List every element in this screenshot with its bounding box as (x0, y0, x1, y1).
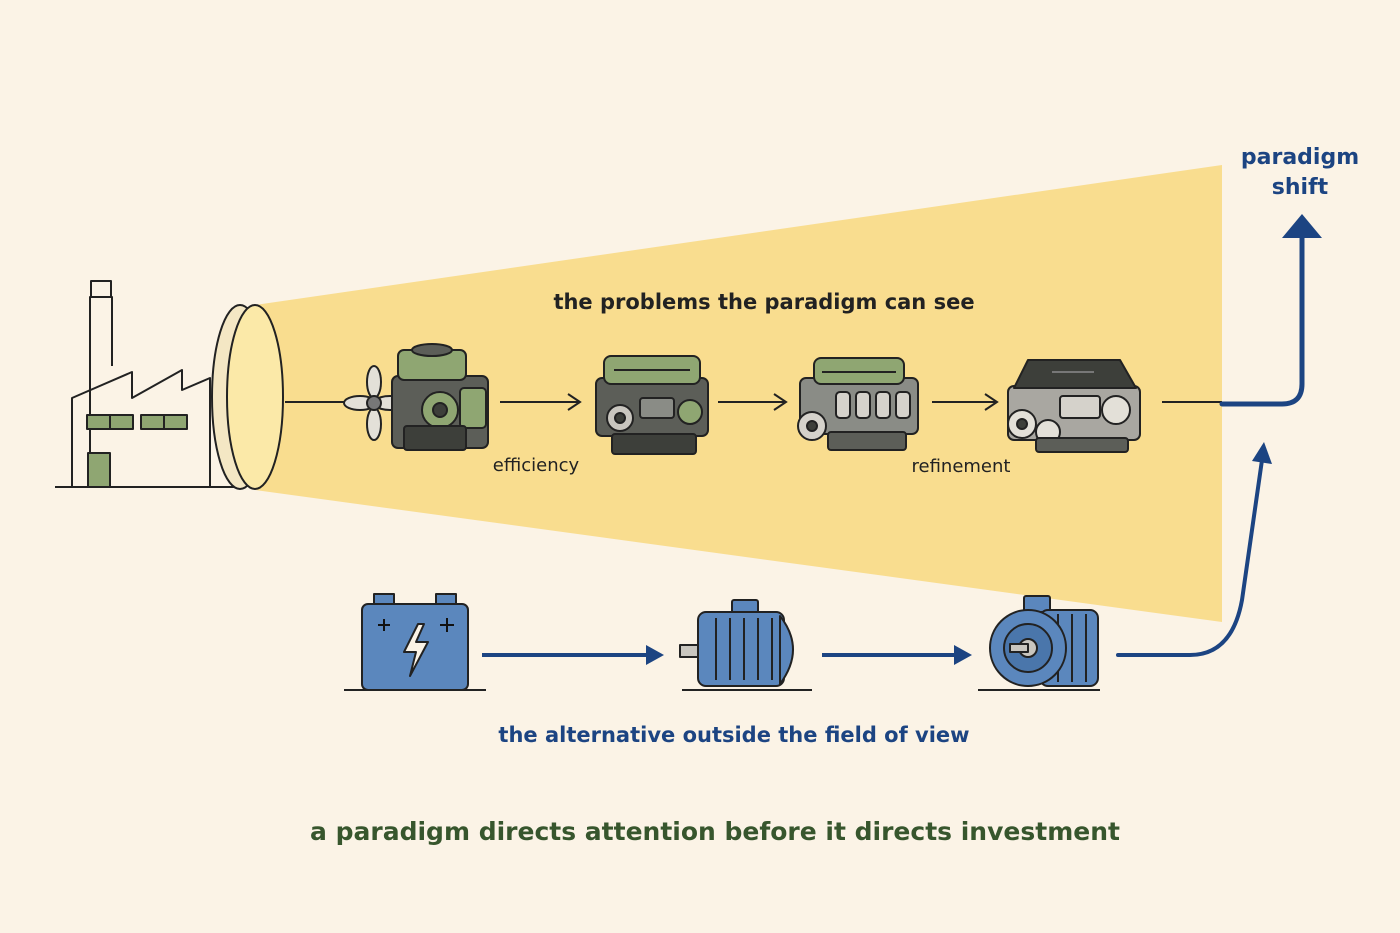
visible-problems-label: the problems the paradigm can see (553, 290, 974, 314)
refinement-label: refinement (912, 456, 1011, 477)
paradigm-shift-arrowhead-lower (1252, 442, 1272, 464)
factory-icon (55, 280, 238, 488)
electric-motor-side-icon (679, 599, 812, 691)
battery-icon (344, 593, 486, 691)
paradigm-shift-label-line1: paradigm (1241, 145, 1359, 170)
alternative-label: the alternative outside the field of vie… (498, 723, 969, 747)
electric-arrowhead-2 (954, 645, 972, 665)
electric-arrowhead-1 (646, 645, 664, 665)
engine-icon-modern (1007, 359, 1141, 453)
electric-motor-front-icon (978, 595, 1100, 691)
paradigm-shift-arrowhead-upper (1282, 214, 1322, 238)
field-of-view-beam (255, 165, 1222, 622)
paradigm-shift-label-line2: shift (1272, 175, 1329, 200)
caption: a paradigm directs attention before it d… (310, 817, 1120, 846)
lens-icon (211, 304, 284, 490)
engine-icon-compact (595, 355, 709, 455)
engine-icon-refined (797, 357, 919, 451)
engine-progression-track (285, 393, 1222, 411)
efficiency-label: efficiency (493, 455, 580, 476)
paradigm-shift-arrows (1116, 235, 1305, 657)
engine-icon-early (343, 343, 489, 451)
